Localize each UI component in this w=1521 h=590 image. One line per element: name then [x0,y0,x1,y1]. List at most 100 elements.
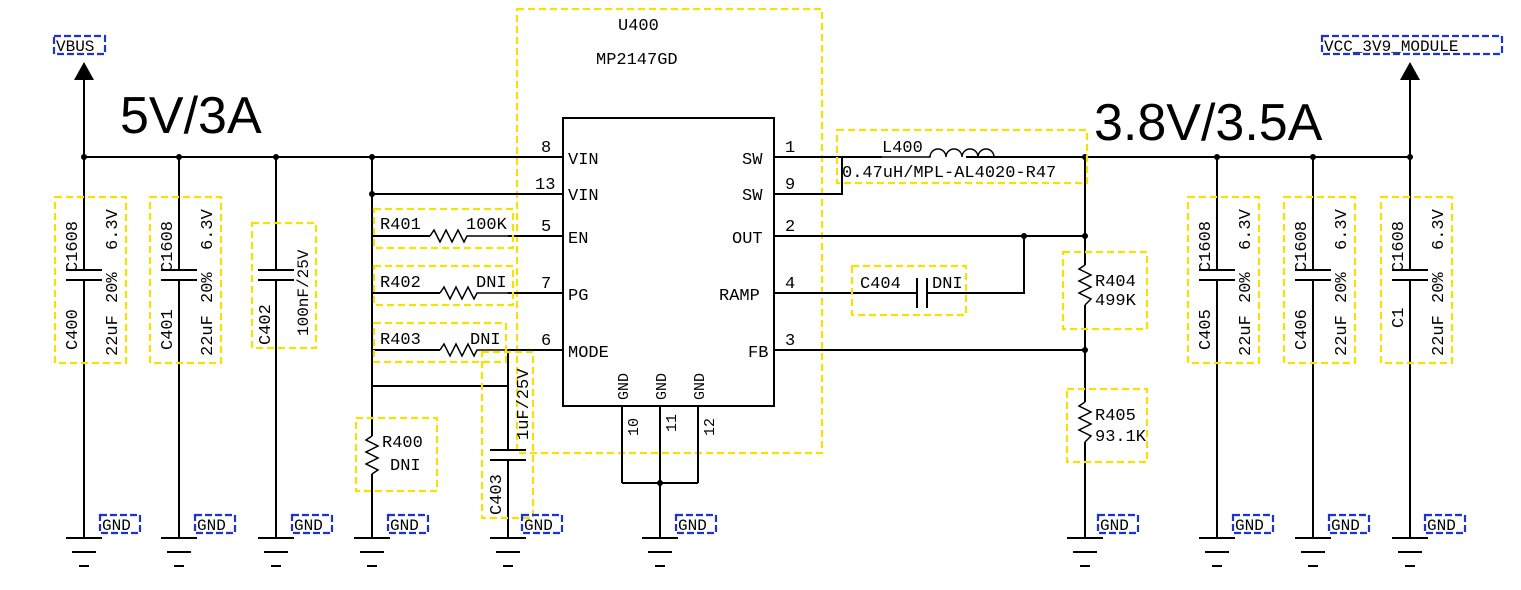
resistor-r405: R405 93.1K [1065,350,1149,538]
svg-text:6.3V: 6.3V [1430,208,1449,250]
cap-c400: C1608 C400 6.3V 20% 22uF [53,157,128,538]
svg-text:0.47uH/MPL-AL4020-R47: 0.47uH/MPL-AL4020-R47 [842,164,1056,183]
svg-text:20%: 20% [104,272,123,303]
u400-part: MP2147GD [596,51,678,70]
pin-num-4: 4 [785,275,795,294]
svg-text:C1608: C1608 [159,221,178,272]
svg-text:20%: 20% [1237,272,1256,303]
pin-name-en: EN [568,230,588,249]
svg-text:22uF: 22uF [104,315,123,356]
gnd-label: GND [1235,517,1264,535]
cap-c402: C402 100nF/25V [250,157,318,538]
cap-c404: C404 DNI [850,264,968,317]
svg-text:C400: C400 [64,309,83,350]
vbus-arrow-icon [74,62,94,80]
svg-text:1uF/25V: 1uF/25V [515,368,534,440]
resistor-r402: R402 DNI [372,264,515,307]
ground-icon [1067,537,1103,567]
svg-text:20%: 20% [1333,272,1352,303]
pin-name-vin-1: VIN [568,151,599,170]
ground-icon [258,537,294,567]
pin-num-13: 13 [535,176,555,195]
cap-c403: C403 1uF/25V [480,350,535,538]
svg-text:6.3V: 6.3V [104,208,123,250]
gnd-label: GND [294,517,323,535]
svg-text:R401: R401 [380,216,421,235]
svg-text:C1: C1 [1390,308,1409,328]
u400-ref: U400 [618,17,659,36]
gnd-label: GND [1100,517,1129,535]
resistor-r404: R404 499K [1061,250,1149,388]
gnd-label: GND [102,517,131,535]
vout-arrow-icon [1400,62,1420,80]
pin-num-10: 10 [626,418,643,436]
ground-icon [1392,537,1428,567]
ic-gnd-tie [621,406,699,538]
svg-text:22uF: 22uF [199,315,218,356]
svg-text:C403: C403 [488,474,507,515]
pin-num-8: 8 [541,139,551,158]
svg-text:6.3V: 6.3V [199,208,218,250]
ground-icon [66,537,102,567]
inductor-l400: L400 0.47uH/MPL-AL4020-R47 [835,128,1089,185]
gnd-label: GND [197,517,226,535]
ground-symbols [66,537,1428,567]
gnd-label: GND [1331,517,1360,535]
pin-name-gnd-12: GND [692,373,709,400]
u400-body [562,117,775,407]
svg-text:C404: C404 [860,275,901,294]
ground-icon [161,537,197,567]
svg-text:C401: C401 [159,309,178,350]
svg-text:R405: R405 [1095,407,1136,426]
resistor-r403: R403 DNI [372,321,508,364]
ground-icon [354,537,390,567]
output-rating: 3.8V/3.5A [1094,94,1323,152]
svg-text:R402: R402 [380,274,421,293]
input-rating: 5V/3A [120,87,262,145]
pin-name-out: OUT [732,230,763,249]
gnd-label: GND [390,517,419,535]
pin-name-fb: FB [748,344,768,363]
pin-name-gnd-11: GND [654,373,671,400]
ground-icon [490,537,526,567]
pin-num-12: 12 [702,418,719,436]
svg-text:C406: C406 [1293,309,1312,350]
cap-c405: C1608 C405 6.3V 20% 22uF [1186,157,1261,538]
pin-num-5: 5 [541,218,551,237]
cap-c406: C1608 C406 6.3V 20% 22uF [1282,157,1357,538]
svg-text:DNI: DNI [932,275,963,294]
vout-net-box [1320,34,1504,56]
svg-text:499K: 499K [1095,292,1137,311]
pin-num-11: 11 [664,414,681,432]
svg-text:6.3V: 6.3V [1333,208,1352,250]
cap-c401: C1608 C401 6.3V 20% 22uF [148,157,223,538]
pin-name-pg: PG [568,287,588,306]
svg-text:L400: L400 [882,139,923,158]
pin-name-mode: MODE [568,344,609,363]
ground-icon [642,537,678,567]
svg-text:22uF: 22uF [1430,315,1449,356]
pin-name-vin-2: VIN [568,187,599,206]
vout-label: VCC_3V9_MODULE [1324,38,1458,56]
gnd-label: GND [524,517,553,535]
pin-name-ramp: RAMP [719,287,760,306]
resistor-r400: R400 DNI [354,386,439,538]
svg-text:20%: 20% [1430,272,1449,303]
svg-text:C1608: C1608 [64,221,83,272]
svg-text:DNI: DNI [390,457,421,476]
svg-text:R403: R403 [380,331,421,350]
svg-text:93.1K: 93.1K [1095,428,1147,447]
pin-num-2: 2 [785,218,795,237]
gnd-label: GND [1427,517,1456,535]
ground-icon [1199,537,1235,567]
pin-num-7: 7 [541,275,551,294]
svg-text:6.3V: 6.3V [1237,208,1256,250]
svg-text:20%: 20% [199,272,218,303]
svg-text:R404: R404 [1095,273,1136,292]
gnd-label: GND [678,517,707,535]
gnd-net-labels: GND GND GND GND GND GND GND GND GND GND [98,513,1467,535]
svg-text:R400: R400 [382,434,423,453]
svg-text:C405: C405 [1197,309,1216,350]
svg-text:DNI: DNI [470,331,501,350]
